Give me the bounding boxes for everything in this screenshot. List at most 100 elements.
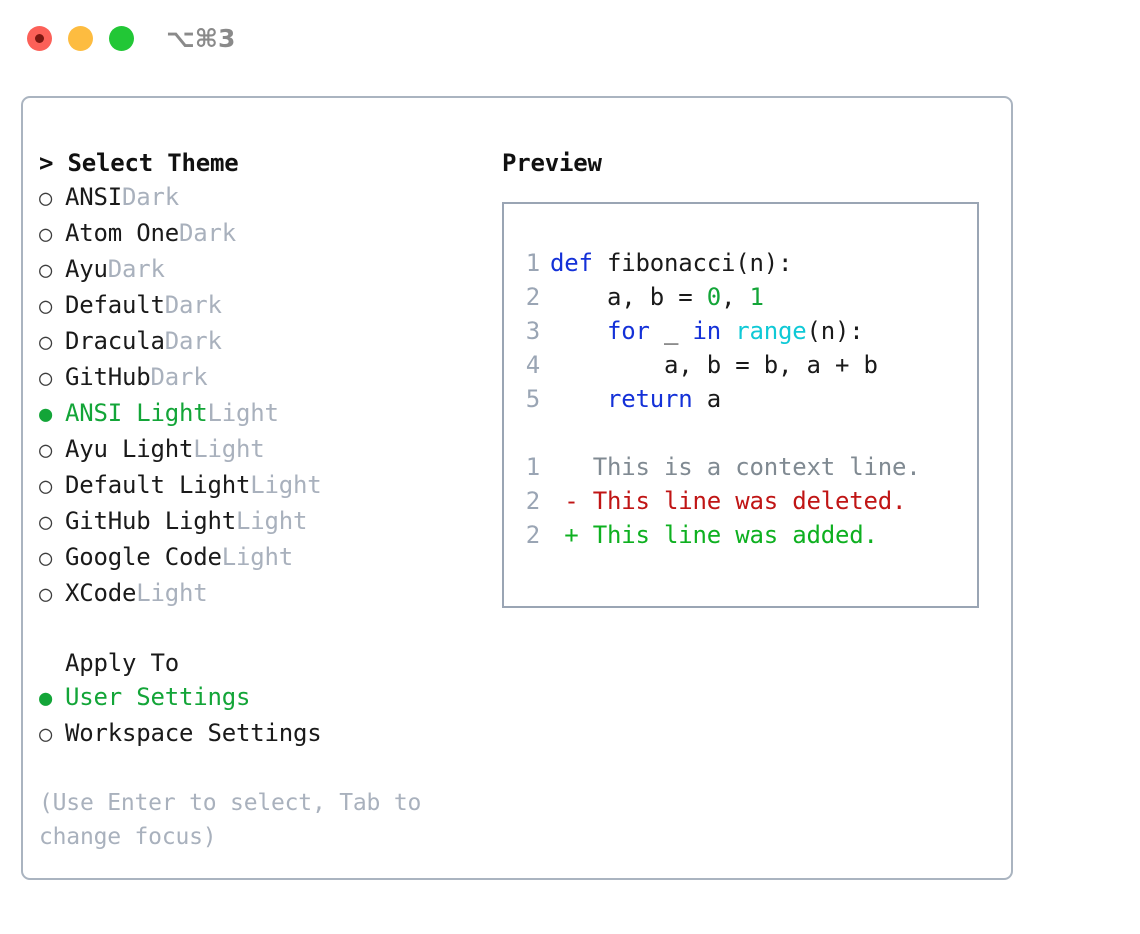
code-line-content: a, b = 0, 1 [550, 280, 764, 314]
preview-spacer [504, 416, 977, 450]
theme-option-variant: Light [250, 471, 322, 499]
theme-option-variant: Light [236, 507, 308, 535]
theme-option-label: GitHub Light [65, 507, 236, 535]
theme-option-variant: Light [221, 543, 293, 571]
code-token-fn: range [735, 317, 807, 345]
theme-option-ayu[interactable]: ○Ayu Dark [39, 252, 479, 288]
theme-option-variant: Dark [107, 255, 165, 283]
theme-option-xcode[interactable]: ○XCode Light [39, 576, 479, 612]
theme-option-variant: Light [193, 435, 265, 463]
code-token-num: 1 [749, 283, 764, 311]
code-line-number: 3 [525, 317, 540, 345]
diff-line-text: This line was deleted. [592, 487, 907, 515]
minimize-button[interactable] [68, 26, 93, 51]
theme-option-label: ANSI Light [65, 399, 208, 427]
radio-selected-icon: ● [39, 686, 53, 711]
code-token-plain [550, 385, 607, 413]
theme-option-atom-one[interactable]: ○ Atom One Dark [39, 216, 479, 252]
theme-option-variant: Dark [164, 291, 222, 319]
diff-line-text: This line was added. [592, 521, 878, 549]
diff-line-del: 2 - This line was deleted. [504, 484, 977, 518]
theme-option-label: Default Light [65, 471, 251, 499]
theme-option-default[interactable]: ○ Default Dark [39, 288, 479, 324]
theme-option-github[interactable]: ○GitHub Dark [39, 360, 479, 396]
theme-option-github-light[interactable]: ○GitHub Light Light [39, 504, 479, 540]
theme-option-default-light[interactable]: ○ Default Light Light [39, 468, 479, 504]
theme-picker-column: > Select Theme ○ANSI Dark○Atom One Dark○… [39, 146, 479, 854]
radio-unselected-icon: ○ [39, 438, 53, 463]
code-line-content: for _ in range(n): [550, 314, 864, 348]
radio-unselected-icon: ○ [39, 222, 53, 247]
code-token-kw: in [692, 317, 722, 345]
radio-unselected-icon: ○ [39, 186, 53, 211]
diff-marker [550, 453, 593, 481]
radio-unselected-icon: ○ [39, 546, 53, 571]
apply-to-option-label: Workspace Settings [65, 719, 322, 747]
code-token-kw: for [607, 317, 650, 345]
diff-marker: - [550, 487, 593, 515]
code-token-plain [721, 317, 735, 345]
close-button[interactable] [27, 26, 52, 51]
theme-option-label: Ayu Light [65, 435, 194, 463]
theme-option-label: XCode [65, 579, 137, 607]
apply-to-list: ● User Settings ○Workspace Settings [39, 680, 479, 752]
diff-line-content: - This line was deleted. [550, 484, 906, 518]
code-line: 3 for _ in range(n): [504, 314, 977, 348]
theme-option-label: Atom One [65, 219, 179, 247]
theme-option-variant: Dark [164, 327, 222, 355]
apply-to-header: Apply To [65, 649, 179, 677]
theme-option-label: Default [65, 291, 165, 319]
radio-unselected-icon: ○ [39, 330, 53, 355]
keyboard-shortcut-label: ⌥⌘3 [166, 24, 236, 53]
code-line: 2 a, b = 0, 1 [504, 280, 977, 314]
diff-line-add: 2 + This line was added. [504, 518, 977, 552]
diff-marker: + [550, 521, 593, 549]
theme-list: ○ANSI Dark○Atom One Dark○Ayu Dark○Defaul… [39, 180, 479, 612]
radio-unselected-icon: ○ [39, 294, 53, 319]
radio-selected-icon: ● [39, 402, 53, 427]
code-token-plain: a, b = [550, 283, 707, 311]
zoom-button[interactable] [109, 26, 134, 51]
apply-to-option-label: User Settings [65, 683, 251, 711]
code-token-kw: def [550, 249, 607, 277]
theme-option-ayu-light[interactable]: ○ Ayu Light Light [39, 432, 479, 468]
code-token-plain: a [692, 385, 721, 413]
theme-option-variant: Dark [179, 219, 236, 247]
theme-picker-header: > Select Theme [39, 149, 239, 177]
apply-to-option-workspace-settings[interactable]: ○Workspace Settings [39, 716, 479, 752]
theme-option-label: Dracula [65, 327, 165, 355]
apply-to-section: Apply To ● User Settings ○Workspace Settin… [39, 646, 479, 752]
code-line-number: 1 [525, 249, 540, 277]
traffic-light-group [27, 26, 134, 51]
code-token-kw: return [607, 385, 693, 413]
apply-to-option-user-settings[interactable]: ● User Settings [39, 680, 479, 716]
radio-unselected-icon: ○ [39, 258, 53, 283]
keyboard-hint-text: (Use Enter to select, Tab to change focu… [39, 790, 422, 850]
radio-unselected-icon: ○ [39, 474, 53, 499]
diff-line-content: + This line was added. [550, 518, 878, 552]
code-line-content: def fibonacci(n): [550, 246, 792, 280]
theme-option-ansi-light[interactable]: ●ANSI Light Light [39, 396, 479, 432]
code-line: 5 return a [504, 382, 977, 416]
code-line-number: 2 [525, 283, 540, 311]
code-line-number: 4 [525, 351, 540, 379]
theme-option-ansi[interactable]: ○ANSI Dark [39, 180, 479, 216]
code-line: 4 a, b = b, a + b [504, 348, 977, 382]
code-line: 1 def fibonacci(n): [504, 246, 977, 280]
code-line-number: 5 [525, 385, 540, 413]
theme-option-variant: Dark [150, 363, 208, 391]
code-token-plain [550, 317, 607, 345]
diff-line-context: 1 This is a context line. [504, 450, 977, 484]
theme-option-label: Google Code [65, 543, 222, 571]
theme-option-dracula[interactable]: ○ Dracula Dark [39, 324, 479, 360]
code-token-plain: a, b = b, a + b [550, 351, 878, 379]
code-token-plain: , [721, 283, 750, 311]
theme-option-google-code[interactable]: ○ Google Code Light [39, 540, 479, 576]
code-token-plain: fibonacci(n): [607, 249, 793, 277]
theme-option-label: ANSI [65, 183, 122, 211]
radio-unselected-icon: ○ [39, 582, 53, 607]
